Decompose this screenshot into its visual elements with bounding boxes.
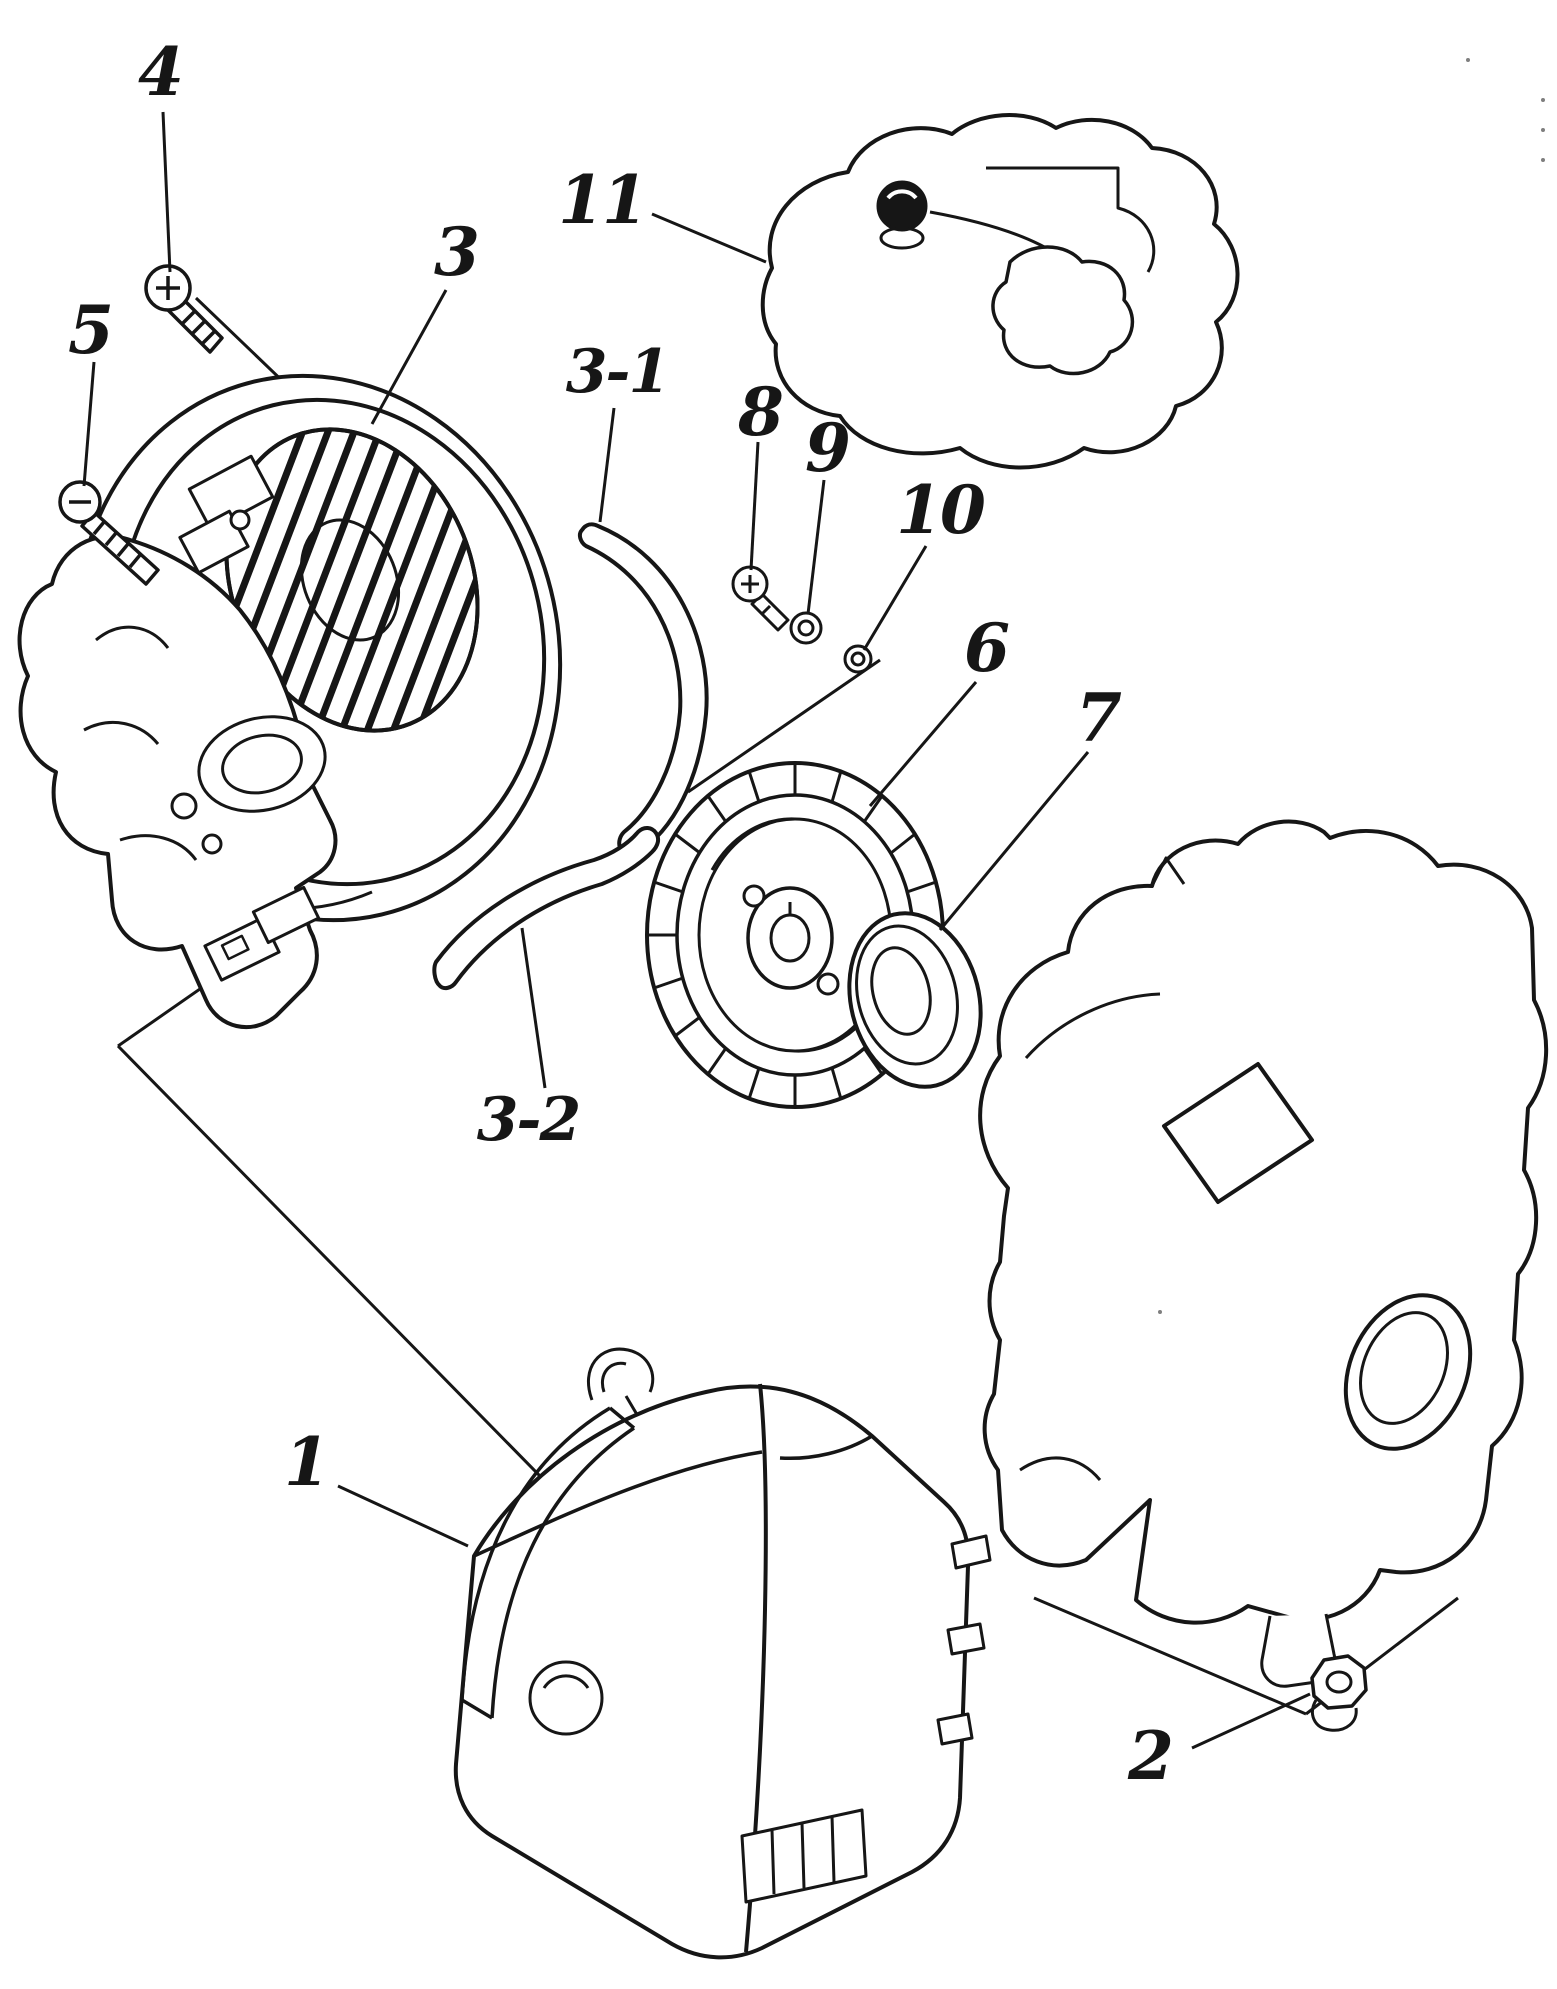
- callout-label: 10: [896, 471, 986, 549]
- callout-8: 8: [738, 373, 784, 451]
- alignment-line-flywheel: [687, 658, 881, 794]
- callout-label: 11: [558, 161, 648, 239]
- flywheel-hub: [742, 884, 840, 996]
- alignment-line-case-bottom1: [1033, 1596, 1307, 1716]
- starter-housing-part-1: [453, 1347, 992, 1960]
- callout-5: 5: [68, 291, 114, 369]
- leader-line-7: [938, 751, 1090, 931]
- starter-pulley-part-7: [847, 911, 983, 1089]
- callout-label: 8: [738, 373, 784, 451]
- cover-trim-part-3-1: [577, 522, 709, 858]
- callout-2: 2: [1128, 1717, 1174, 1795]
- leader-line-4: [161, 111, 172, 273]
- box-strap: [460, 1406, 636, 1720]
- nut-part-10: [843, 644, 873, 674]
- washer-part-9: [789, 611, 823, 645]
- callout-label: 5: [68, 291, 114, 369]
- callout-label: 3: [434, 213, 480, 291]
- callout-label: 3-2: [476, 1085, 581, 1155]
- callout-7: 7: [1076, 679, 1122, 757]
- callout-1: 1: [284, 1423, 330, 1501]
- cover-housing: [17, 534, 338, 1030]
- leader-line-1: [337, 1484, 469, 1548]
- scan-specks: [1158, 58, 1545, 1314]
- callout-label: 4: [138, 33, 184, 111]
- callout-3-1: 3-1: [565, 337, 670, 407]
- leader-line-6: [868, 681, 978, 807]
- leader-line-9: [806, 479, 826, 615]
- leader-line-2: [1191, 1692, 1311, 1750]
- crankcase-assembly: [978, 819, 1549, 1688]
- leader-line-8: [749, 441, 760, 571]
- nut-part-2: [1310, 1654, 1368, 1732]
- box-side-clips: [936, 1534, 992, 1746]
- callout-label: 9: [805, 409, 851, 487]
- gasket-bolt: [876, 180, 928, 250]
- callout-10: 10: [896, 471, 986, 549]
- gasket-cutout: [991, 245, 1135, 376]
- callout-3: 3: [434, 213, 480, 291]
- callout-6: 6: [964, 609, 1010, 687]
- callout-4: 4: [138, 33, 184, 111]
- callout-label: 3-1: [565, 337, 670, 407]
- leader-line-3-1: [598, 407, 616, 523]
- gasket-plate-part-11: [760, 113, 1240, 470]
- cover-pulley: [170, 715, 327, 855]
- cover-trim-part-3-2: [432, 826, 661, 991]
- callout-label: 1: [284, 1423, 330, 1501]
- cover-brackets: [178, 454, 275, 575]
- screw-part-4: [144, 264, 224, 354]
- case-label-plate: [1162, 1062, 1314, 1204]
- fan-cover-part-3: [17, 373, 563, 1030]
- leader-line-3-2: [520, 927, 547, 1089]
- leader-line-11: [651, 212, 767, 264]
- callout-label: 6: [964, 609, 1010, 687]
- box-knob: [528, 1660, 604, 1736]
- bolt-part-8: [731, 565, 790, 632]
- leader-line-10: [862, 545, 928, 651]
- leader-line-5: [82, 361, 96, 487]
- callout-label: 2: [1128, 1717, 1174, 1795]
- leader-line-3: [370, 289, 448, 425]
- leader-lines: [82, 111, 1311, 1750]
- callout-11: 11: [558, 161, 648, 239]
- callout-9: 9: [805, 409, 851, 487]
- screw-part-5: [58, 480, 160, 586]
- box-vent: [740, 1808, 868, 1904]
- callout-label: 7: [1076, 679, 1122, 757]
- callout-3-2: 3-2: [476, 1085, 581, 1155]
